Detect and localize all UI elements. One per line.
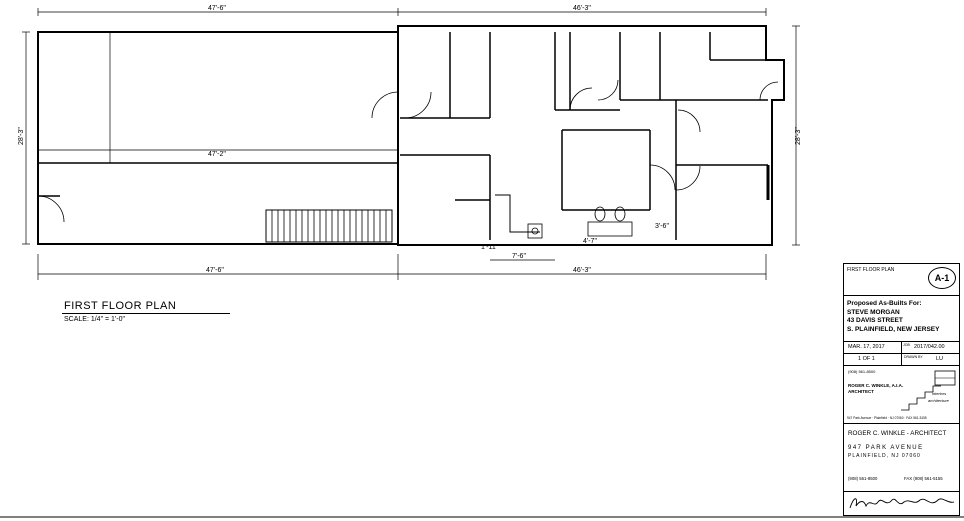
dim-top-left: 47'-6" xyxy=(208,5,226,12)
dim-small: 1'-11" xyxy=(481,244,499,251)
project-line: S. PLAINFIELD, NEW JERSEY xyxy=(847,325,940,333)
firm-logo-icon xyxy=(901,370,956,411)
logo-word-interiors: interiors xyxy=(932,391,947,396)
dim-bottom-a: 7'-6" xyxy=(512,253,526,260)
firm-name-small: ROGER C. WINKLE, A.I.A. xyxy=(848,383,904,388)
job-label: JOB xyxy=(903,343,910,347)
project-info: Proposed As-Builts For: STEVE MORGAN 43 … xyxy=(844,296,959,342)
project-line: 43 DAVIS STREET xyxy=(847,317,903,324)
drawing-title: FIRST FLOOR PLAN xyxy=(64,300,177,312)
dim-bottom-b: 4'-7" xyxy=(583,238,597,245)
title-underline xyxy=(62,313,230,314)
dim-right: 28'-3" xyxy=(795,127,802,145)
drawing-scale: SCALE: 1/4" = 1'-0" xyxy=(64,316,125,323)
firm-address-line2: PLAINFIELD, NJ 07060 xyxy=(848,453,921,459)
firm-role: ARCHITECT xyxy=(848,389,874,394)
signature-panel xyxy=(844,492,959,515)
project-line: STEVE MORGAN xyxy=(847,308,900,316)
job-number: 2017/042.00 xyxy=(914,344,945,350)
sheet-number: A-1 xyxy=(928,267,956,289)
firm-name: ROGER C. WINKLE - ARCHITECT xyxy=(848,430,947,437)
sheet-count: 1 OF 1 xyxy=(858,356,875,362)
dim-bottom-left: 47'-6" xyxy=(206,267,224,274)
firm-phone-small: (908) 561-8500 xyxy=(848,369,876,374)
firm-logo-panel: (908) 561-8500 ROGER C. WINKLE, A.I.A. A… xyxy=(844,366,959,424)
architect-signature xyxy=(849,498,955,509)
logo-word-architecture: architecture xyxy=(928,398,949,403)
dim-top-right: 46'-3" xyxy=(573,5,591,12)
drawing-date: MAR. 17, 2017 xyxy=(848,344,885,350)
drawing-meta: MAR. 17, 2017 JOB 2017/042.00 1 OF 1 DRA… xyxy=(844,342,959,366)
project-line: Proposed As-Builts For: xyxy=(847,300,922,307)
sheet-label: FIRST FLOOR PLAN xyxy=(847,267,895,273)
title-block-header: FIRST FLOOR PLAN A-1 xyxy=(844,264,959,296)
dim-bottom-c: 3'-6" xyxy=(655,223,669,230)
title-block: FIRST FLOOR PLAN A-1 Proposed As-Builts … xyxy=(843,263,960,516)
dim-middle: 47'-2" xyxy=(208,151,226,158)
firm-fax: FAX (908) 561-5155 xyxy=(904,476,943,481)
firm-phone: (908) 561-8500 xyxy=(848,476,878,481)
dim-bottom-right: 46'-3" xyxy=(573,267,591,274)
firm-address-line1: 947 PARK AVENUE xyxy=(848,445,924,451)
drawn-by: LU xyxy=(936,356,944,362)
firm-address-small: 947 Park Avenue · Plainfield · NJ 07060 … xyxy=(847,416,927,420)
dim-left: 28'-3" xyxy=(18,127,25,145)
drawn-by-label: DRAWN BY xyxy=(904,355,923,359)
firm-details: ROGER C. WINKLE - ARCHITECT 947 PARK AVE… xyxy=(844,424,959,492)
